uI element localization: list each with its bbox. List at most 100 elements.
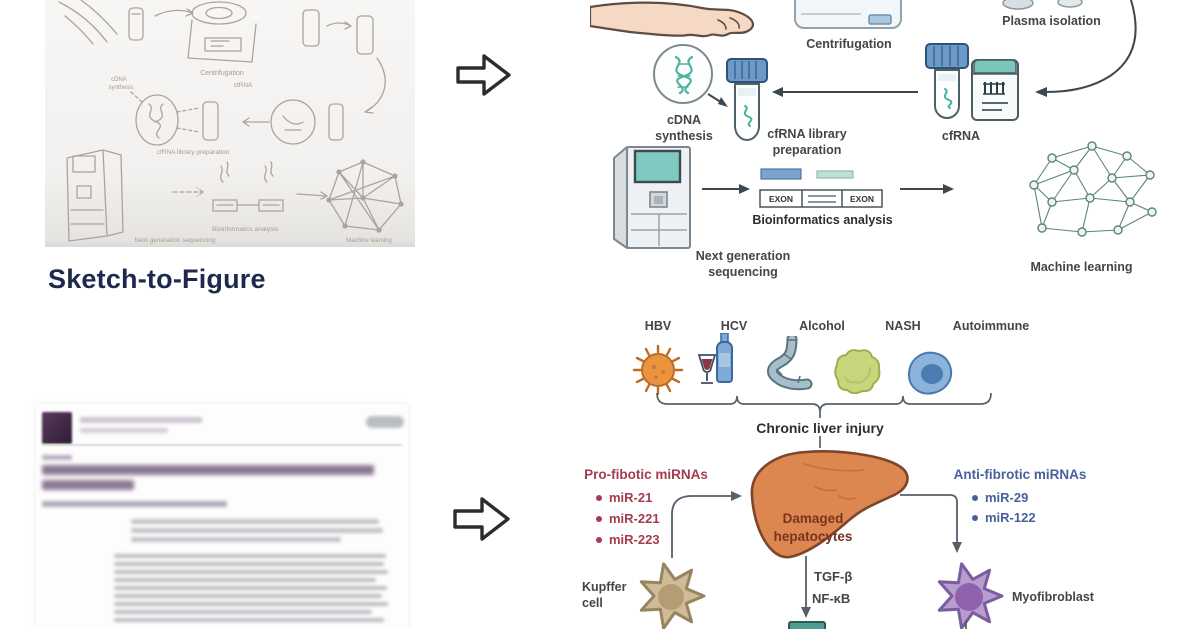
author-line	[42, 501, 227, 507]
exon-right-label: EXON	[850, 194, 874, 204]
abstract-line	[114, 562, 384, 566]
anti-fibrotic-heading: Anti-fibrotic miRNAs	[953, 467, 1087, 482]
alcohol-icon	[767, 336, 813, 391]
sketch-label-ngs: Next generation sequencing	[135, 237, 216, 244]
sketch-label-machine-learning: Machine learning	[346, 238, 392, 244]
anti-fibrotic-item-label: miR-122	[985, 510, 1036, 525]
plasma-tubes-icon	[1002, 0, 1083, 10]
cfrna-label: cfRNA	[941, 129, 981, 143]
bullet-dot	[596, 494, 602, 501]
sketch-label-cdna-1: cDNA	[111, 77, 127, 83]
arrow-right	[900, 184, 954, 194]
myofibroblast-label: Myofibroblast	[1012, 590, 1094, 604]
arrow-right	[702, 184, 750, 194]
causes-bracket	[656, 392, 992, 418]
bioinformatics-label: Bioinformatics analysis	[752, 213, 893, 227]
cfrna-tube-icon	[925, 43, 969, 119]
liver-icon	[750, 450, 909, 559]
centrifugation-label: Centrifugation	[806, 37, 892, 51]
sketch-to-figure-arrow-icon	[456, 54, 511, 96]
kupffer-cell-icon	[639, 562, 706, 629]
abstract-line	[114, 586, 387, 590]
hcv-bottle-glass-icon	[697, 333, 733, 384]
exon-left-label: EXON	[769, 194, 793, 204]
sketch-bioinformatics	[212, 161, 284, 212]
hbv-virus-icon	[632, 344, 684, 396]
machine-learning-label: Machine learning	[1030, 260, 1133, 274]
cropped-connector-line	[965, 620, 967, 629]
liver-to-myofibroblast-arrow	[900, 494, 962, 553]
abstract-line	[114, 554, 386, 558]
sketch-centrifuge	[187, 1, 257, 63]
arm-icon	[590, 1, 755, 38]
cropped-bottom-element	[788, 621, 826, 629]
article-title-line	[42, 465, 374, 475]
myofibroblast-icon	[937, 562, 1004, 629]
ngs-label: Next generation sequencing	[695, 249, 791, 280]
sketch-tube	[128, 7, 144, 41]
sketch-network	[326, 159, 404, 233]
paper-thumbnail	[36, 404, 408, 629]
journal-logo	[42, 412, 72, 444]
sketch-tube	[356, 15, 374, 55]
bullet-dot	[972, 494, 978, 501]
article-kicker	[42, 455, 72, 460]
sketch-label-library-prep: cfRNA library preparation	[157, 149, 230, 156]
cdna-synthesis-label: cDNA synthesis	[655, 113, 713, 144]
sketch-tube	[328, 103, 344, 141]
sketch-to-figure-caption: Sketch-to-Figure	[48, 264, 266, 294]
sketch-tube	[302, 9, 320, 47]
library-prep-tube-icon	[726, 58, 768, 141]
journal-header-line	[80, 417, 202, 423]
sketch-photo: Centrifugation cfRNA cDNA synthesis cfRN…	[45, 0, 415, 247]
article-title-line	[42, 480, 134, 490]
bullet-dot	[596, 536, 602, 543]
bullet-dot	[972, 514, 978, 521]
sequencer-icon	[613, 146, 691, 249]
pro-fibrotic-item: miR-223	[596, 532, 660, 547]
plasma-isolation-label: Plasma isolation	[1002, 14, 1101, 28]
abstract-line	[114, 618, 384, 622]
sketch-plasma-circle	[270, 99, 316, 145]
tgf-arrow	[801, 556, 811, 618]
centrifuge-icon	[794, 0, 902, 29]
abstract-line	[114, 578, 376, 582]
sketch-label-centrifugation: Centrifugation	[200, 70, 244, 77]
cfrna-kit-icon	[971, 59, 1019, 121]
pro-fibrotic-item: miR-21	[596, 490, 652, 505]
arrow-left	[772, 87, 918, 97]
curved-arrow	[1035, 0, 1137, 97]
tgf-beta-label: TGF-β	[814, 569, 853, 584]
abstract-line	[131, 519, 379, 524]
cause-label-hcv: HCV	[720, 319, 748, 333]
nash-cell-icon	[834, 349, 881, 394]
access-badge	[366, 416, 404, 428]
paper-to-figure-arrow-icon	[453, 497, 510, 541]
header-divider	[42, 444, 402, 446]
pencil-sketch-drawing: Centrifugation cfRNA cDNA synthesis cfRN…	[58, 0, 404, 244]
damaged-hepatocytes-label: Damaged hepatocytes	[773, 511, 853, 544]
sketch-arm	[58, 0, 118, 45]
pro-fibrotic-item-label: miR-223	[609, 532, 660, 547]
journal-header-line	[80, 428, 168, 433]
sketch-label-cdna-2: synthesis	[108, 85, 133, 91]
sketch-label-bioinformatics: Bioinformatics analysis	[212, 226, 279, 233]
anti-fibrotic-item: miR-122	[972, 510, 1036, 525]
abstract-line	[114, 570, 388, 574]
sketch-cdna-blob	[135, 94, 179, 146]
cause-label-alcohol: Alcohol	[799, 319, 845, 333]
cause-label-nash: NASH	[885, 319, 921, 333]
abstract-line	[114, 610, 372, 614]
cause-label-autoimmune: Autoimmune	[952, 319, 1030, 333]
machine-learning-network-icon	[1029, 141, 1157, 237]
sketch-tube	[202, 101, 219, 141]
autoimmune-cell-icon	[907, 351, 952, 395]
bioinformatics-icon: EXON EXON	[759, 168, 883, 208]
pro-fibrotic-item-label: miR-21	[609, 490, 653, 505]
pro-fibrotic-item-label: miR-221	[609, 511, 660, 526]
abstract-line	[131, 528, 383, 533]
cdna-circle-icon	[653, 44, 728, 107]
abstract-line	[131, 537, 341, 542]
cause-label-hbv: HBV	[644, 319, 672, 333]
